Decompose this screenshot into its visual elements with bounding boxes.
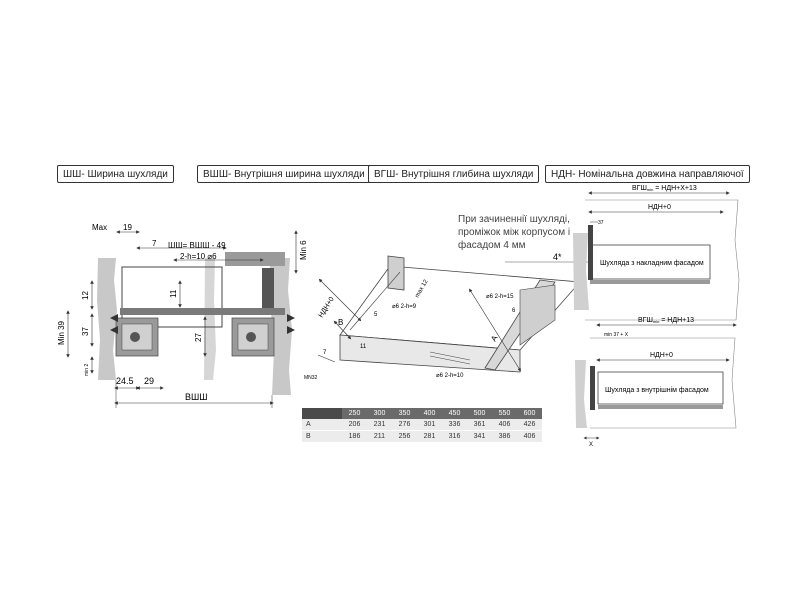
label-min37x: min 37 + X [604,332,629,338]
legend-shsh: ШШ- Ширина шухляди [57,165,174,183]
label-hole: 2-h=10 ⌀6 [180,252,217,261]
label-mn32: MN32 [304,375,318,381]
label-vgsh1: ВГШmin = НДН+X+13 [632,185,697,192]
label-vshsh: ВШШ [185,392,208,402]
label-hole-15: ⌀6 2-h=15 [486,294,514,300]
side-view-inset: ВГШmin = НДН+13 min 37 + X НДН+0 Шухляда… [575,317,737,448]
label-x: X [589,442,593,448]
label-ndn: НДН+0 [318,296,336,319]
note-line-1: При зачиненнії шухляді, [458,214,570,225]
label-5: 5 [374,312,378,318]
label-inset-drawer: Шухляда з внутрішнім фасадом [605,386,709,394]
note-line-3: фасадом 4 мм [458,239,526,251]
label-max: Max [92,223,107,232]
label-vgsh2: ВГШmin = НДН+13 [638,317,694,324]
spec-table: 250 300 350 400 450 500 550 600 A 206 23… [302,408,542,443]
legend-vgsh: ВГШ- Внутрішня глибина шухляди [368,165,540,183]
label-11: 11 [169,289,178,298]
note-line-2: проміжок між корпусом і [458,227,570,238]
legend-ndn: НДН- Номінальна довжина направляючої [545,165,750,183]
label-11-iso: 11 [360,344,367,350]
label-37: 37 [81,327,90,336]
label-a: A [489,333,500,343]
label-ndn2: НДН+0 [650,352,673,359]
label-ndn1: НДН+0 [648,204,671,211]
label-min2: min 2 [84,364,90,376]
label-hole-9: ⌀6 2-h=9 [392,304,417,310]
label-gap: 4* [553,252,562,262]
label-7-iso: 7 [323,350,327,356]
label-37-side: 37 [598,220,604,226]
label-27: 27 [194,333,203,342]
label-overlay-drawer: Шухляда з накладним фасадом [600,260,704,267]
label-12: 12 [81,291,90,300]
table-row: B 186 211 256 281 316 341 386 406 [302,430,542,443]
label-min6: Min 6 [299,240,308,260]
table-header-row: 250 300 350 400 450 500 550 600 [302,408,542,419]
label-width-equation: ШШ= ВШШ - 49 [168,241,226,250]
label-29: 29 [144,376,154,386]
label-b: B [338,318,343,327]
label-max12: max 12 [415,278,430,299]
side-view-overlay: ВГШmin = НДН+X+13 НДН+0 37 Шухляда з нак… [573,185,740,321]
label-6: 6 [512,308,516,314]
isometric-drawer-view: При зачиненнії шухляді, проміжок між кор… [304,214,592,381]
label-hole-10: ⌀6 2-h=10 [436,373,464,379]
table-row: A 206 231 276 301 336 361 406 426 [302,419,542,431]
label-19: 19 [123,223,132,232]
label-min39: Min 39 [57,320,66,345]
label-7: 7 [152,239,157,248]
label-24-5: 24.5 [116,376,134,386]
cross-section-view: Max 19 7 ШШ= ВШШ - 49 Min 6 2-h=10 ⌀6 12… [57,223,308,408]
